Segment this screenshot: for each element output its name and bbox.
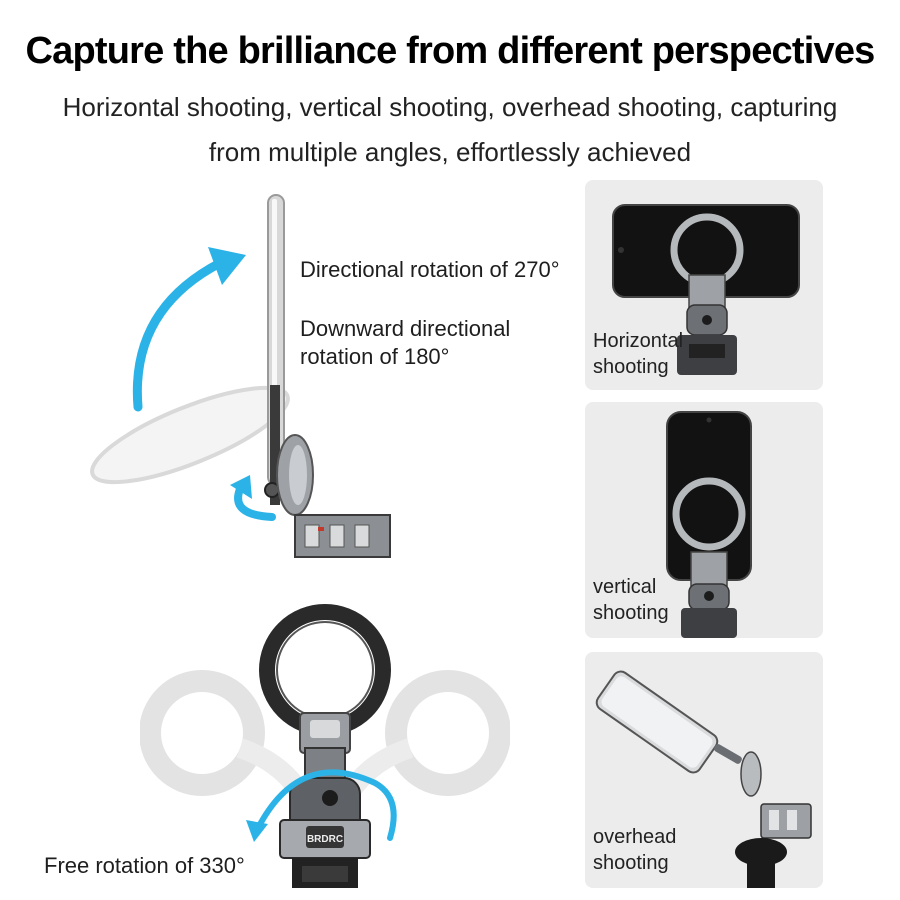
lock-knob — [322, 790, 338, 806]
label-rotation-270: Directional rotation of 270° — [300, 257, 560, 282]
arrow-180-head — [230, 475, 252, 499]
label-rotation-180-line-1: Downward directional — [300, 316, 511, 341]
vertical-phone-illustration — [666, 411, 752, 638]
panel-label-line-1: overhead — [593, 826, 677, 848]
arrow-330 — [255, 769, 397, 841]
arrow-180 — [234, 485, 276, 521]
rotation-270-illustration — [90, 194, 391, 558]
clamp-mount — [760, 803, 812, 839]
rotation-330-illustration: BRDRC — [140, 604, 510, 888]
subheadline-line-1: Horizontal shooting, vertical shooting, … — [62, 92, 838, 122]
hinge-arm — [270, 385, 280, 505]
magnetic-ring — [672, 477, 746, 551]
subheadline-line-2: from multiple angles, effortlessly achie… — [208, 137, 692, 167]
panel-label-line-2: shooting — [593, 852, 669, 874]
ghost-ring-left — [140, 670, 265, 796]
panel-horizontal-shooting: Horizontal shooting — [585, 180, 823, 390]
overhead-phone-illustration — [595, 670, 812, 888]
label-rotation-180-line-2: rotation of 180° — [300, 344, 450, 369]
arrow-270 — [132, 258, 225, 412]
page-headline: Capture the brilliance from different pe… — [25, 30, 875, 72]
panel-label-line-1: vertical — [593, 576, 657, 598]
arrow-270-head — [208, 247, 246, 285]
panel-overhead-shooting: overhead shooting — [585, 652, 823, 888]
label-rotation-330: Free rotation of 330° — [44, 853, 245, 878]
phone-tilted — [595, 670, 719, 774]
panel-label-line-2: shooting — [593, 356, 669, 378]
panel-label-line-1: Horizontal — [593, 330, 684, 352]
ring-edge — [740, 751, 762, 797]
brand-logo-mark: BRDRC — [307, 834, 343, 845]
magnetic-ring — [259, 604, 391, 736]
panel-label-line-2: shooting — [593, 602, 669, 624]
panel-vertical-shooting: vertical shooting — [585, 402, 823, 638]
faded-ring-ghost — [90, 385, 290, 485]
ghost-ring-right — [385, 670, 510, 796]
arrow-330-head — [246, 820, 268, 842]
horizontal-phone-illustration — [612, 204, 800, 375]
